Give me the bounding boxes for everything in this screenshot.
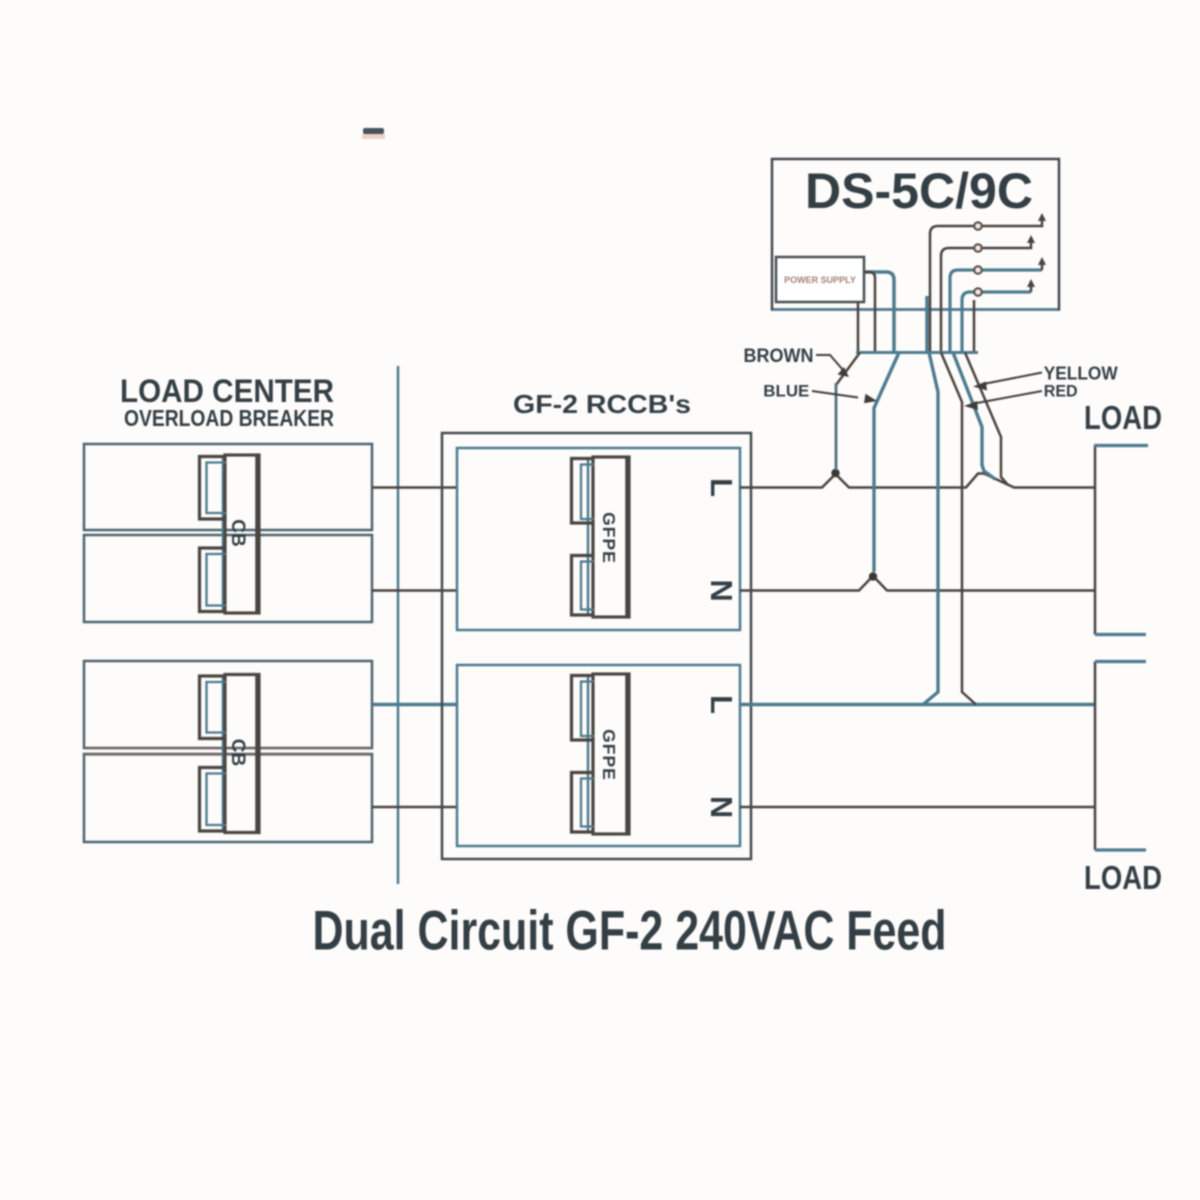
svg-text:YELLOW: YELLOW	[1044, 364, 1118, 384]
svg-text:GFPE: GFPE	[599, 512, 619, 564]
svg-text:BLUE: BLUE	[763, 382, 809, 401]
svg-text:Dual Circuit GF-2 240VAC Feed: Dual Circuit GF-2 240VAC Feed	[313, 899, 947, 962]
svg-text:L: L	[704, 478, 739, 497]
svg-text:POWER SUPPLY: POWER SUPPLY	[784, 275, 856, 285]
svg-text:LOAD: LOAD	[1084, 859, 1162, 896]
svg-text:DS-5C/9C: DS-5C/9C	[805, 163, 1033, 219]
svg-text:LOAD: LOAD	[1084, 399, 1162, 436]
svg-text:OVERLOAD BREAKER: OVERLOAD BREAKER	[124, 405, 334, 431]
svg-text:BROWN: BROWN	[744, 346, 814, 367]
svg-text:L: L	[704, 695, 739, 714]
svg-text:N: N	[704, 579, 739, 601]
svg-text:N: N	[704, 796, 739, 818]
svg-text:LOAD CENTER: LOAD CENTER	[120, 373, 334, 409]
svg-text:RED: RED	[1044, 382, 1078, 401]
svg-text:CB: CB	[227, 519, 248, 546]
svg-text:GF-2 RCCB's: GF-2 RCCB's	[513, 389, 691, 419]
